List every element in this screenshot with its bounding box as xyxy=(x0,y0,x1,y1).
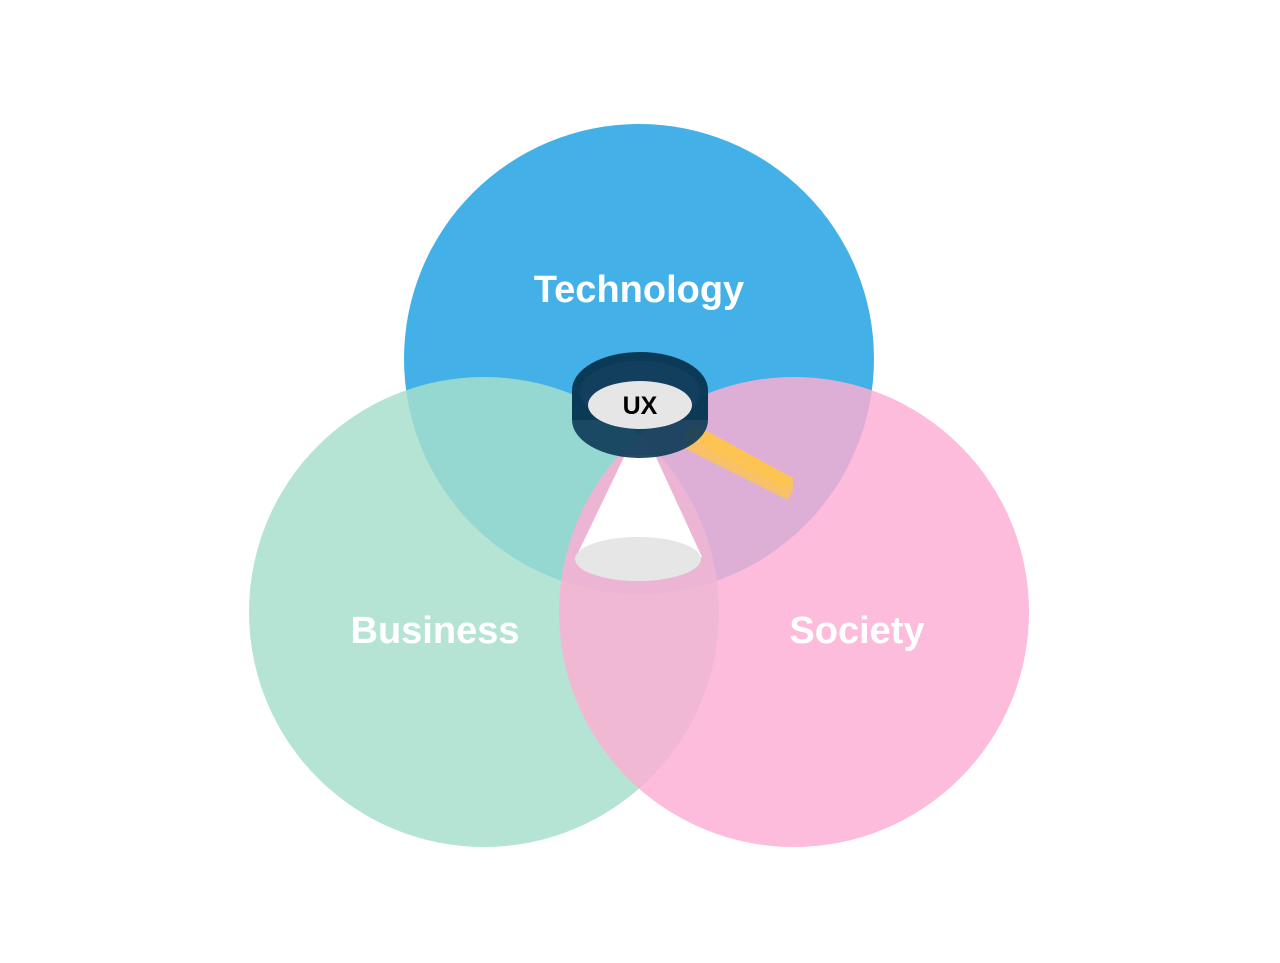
ux-label: UX xyxy=(623,392,658,420)
light-beam xyxy=(576,455,702,557)
magnifying-glass-icon: UX xyxy=(572,352,793,581)
lens-glass xyxy=(588,381,692,429)
society-label: Society xyxy=(789,610,924,652)
society-circle xyxy=(559,377,1029,847)
spotlight xyxy=(575,537,701,581)
business-label: Business xyxy=(351,610,520,652)
handle xyxy=(684,424,793,500)
technology-label: Technology xyxy=(534,269,744,311)
